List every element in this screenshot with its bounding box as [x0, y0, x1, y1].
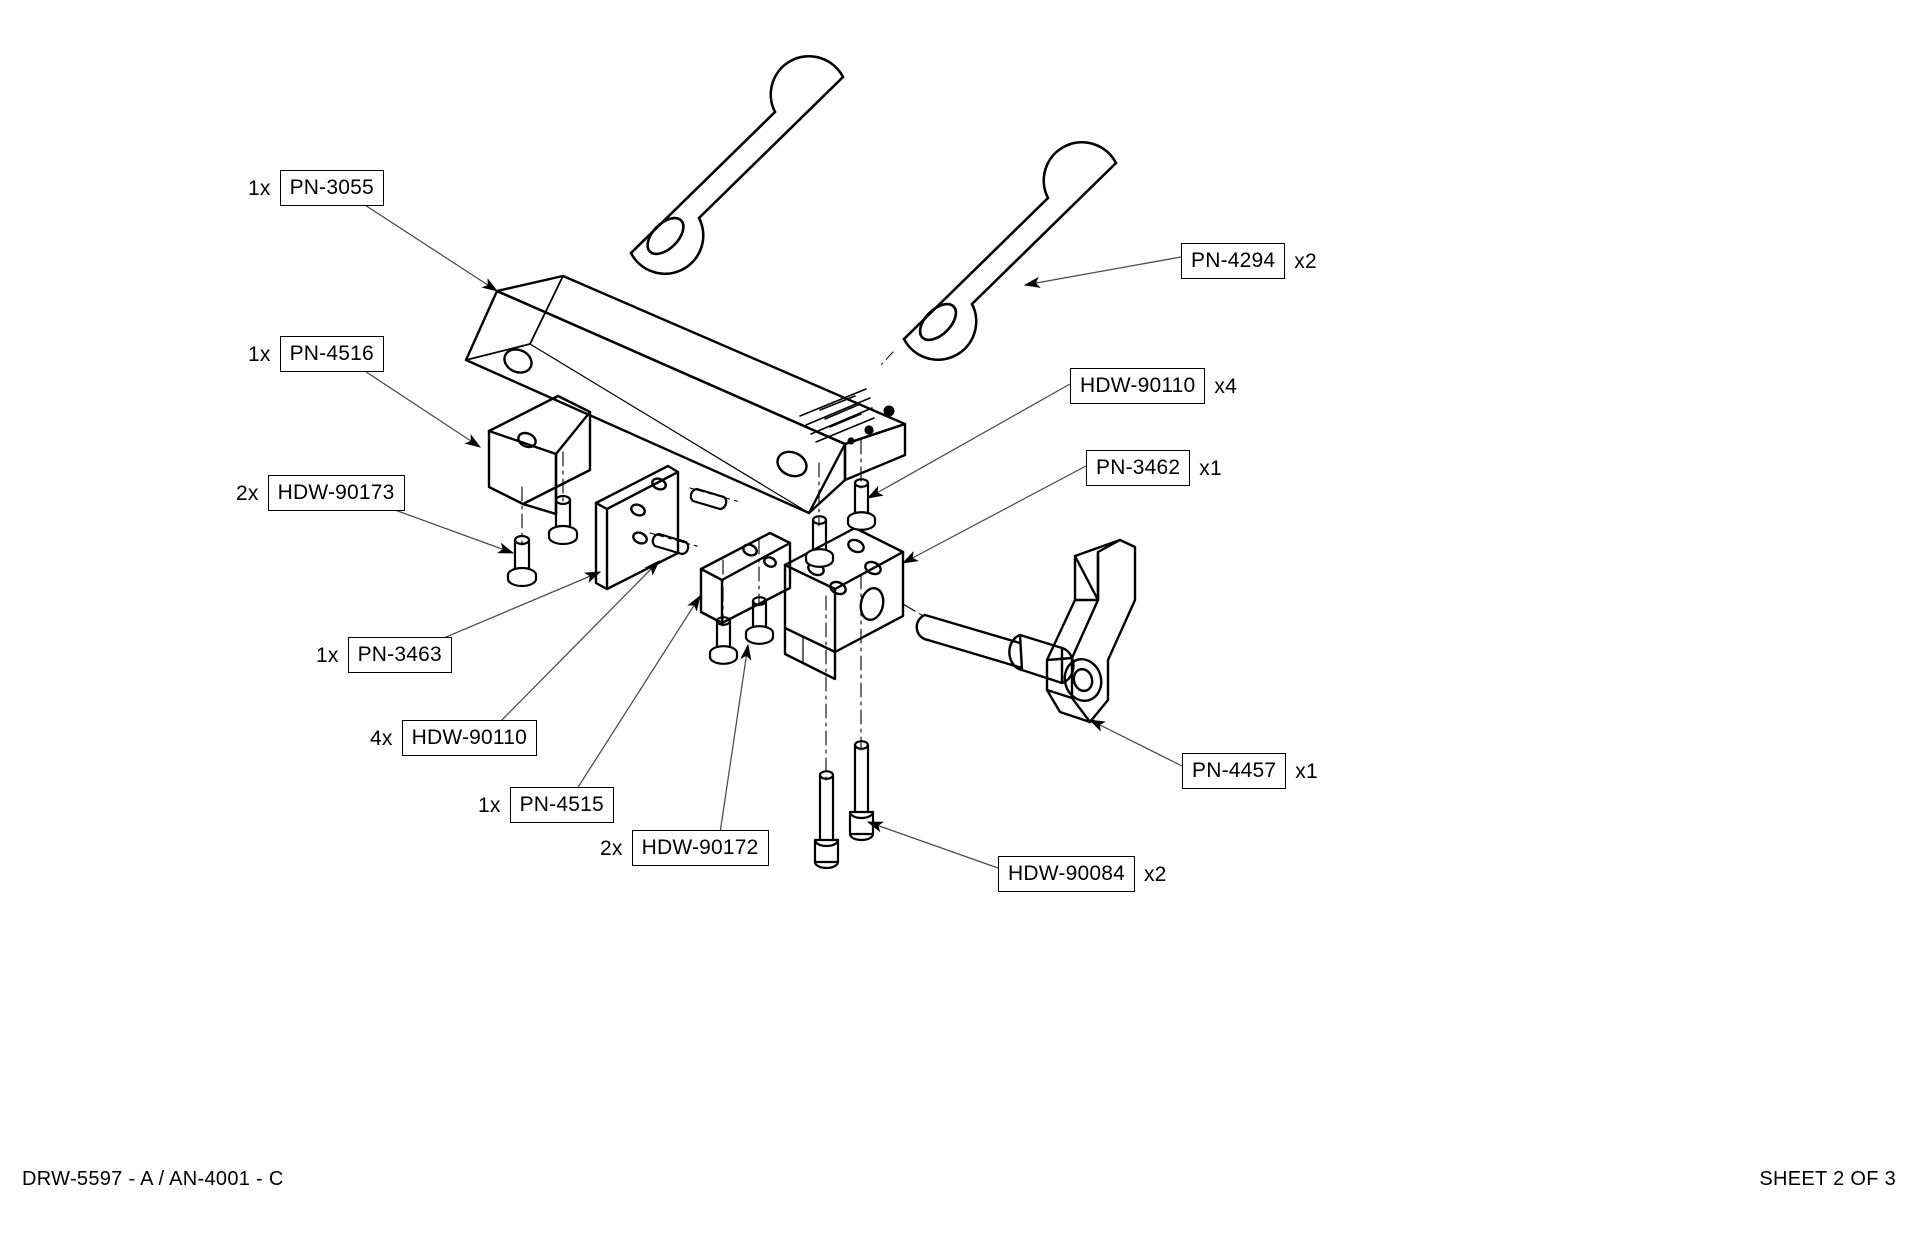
callout-part-number: PN-4515 — [509, 787, 614, 823]
part-main-beam — [464, 274, 907, 515]
callout-pn-4457[interactable]: PN-4457 x1 — [1182, 753, 1318, 789]
callout-hdw-90172[interactable]: 2x HDW-90172 — [600, 830, 769, 866]
callout-pn-4515[interactable]: 1x PN-4515 — [478, 787, 614, 823]
part-plate-vertical — [594, 464, 680, 591]
callout-pn-4294[interactable]: PN-4294 x2 — [1181, 243, 1317, 279]
fastener-hdw-90110-a — [804, 515, 835, 568]
callout-part-number: PN-4294 — [1181, 243, 1286, 279]
callout-qty: x4 — [1214, 374, 1237, 398]
leader-hdw-90084 — [866, 821, 999, 869]
leader-hdw-90110-l — [494, 560, 660, 728]
part-block-left — [487, 394, 592, 516]
callout-part-number: PN-3055 — [279, 170, 384, 206]
fastener-hdw-90172-a — [689, 487, 728, 511]
callout-qty: 2x — [236, 481, 259, 505]
callout-qty: x2 — [1294, 249, 1317, 273]
callout-hdw-90110-right[interactable]: HDW-90110 x4 — [1070, 368, 1237, 404]
callout-hdw-90110-left[interactable]: 4x HDW-90110 — [370, 720, 537, 756]
callout-qty: 1x — [316, 643, 339, 667]
fastener-hdw-90110-d — [744, 596, 775, 645]
callout-qty: x1 — [1199, 456, 1222, 480]
callout-part-number: HDW-90172 — [631, 830, 769, 866]
part-mid-bar — [699, 531, 792, 625]
part-rod-right — [877, 141, 1118, 369]
sheet-number: SHEET 2 OF 3 — [1759, 1168, 1896, 1190]
callout-part-number: HDW-90110 — [401, 720, 537, 756]
callout-pn-3462[interactable]: PN-3462 x1 — [1086, 450, 1222, 486]
callout-qty: 2x — [600, 836, 623, 860]
callout-qty: 4x — [370, 726, 393, 750]
callout-pn-3463[interactable]: 1x PN-3463 — [316, 637, 452, 673]
assembly-axis-lines — [521, 439, 926, 781]
fastener-hdw-90084-a — [813, 770, 840, 870]
callout-part-number: HDW-90173 — [267, 475, 405, 511]
leader-pn-4516 — [344, 357, 482, 448]
fastener-hdw-90084-b — [848, 740, 875, 842]
leader-hdw-90110-r — [866, 383, 1071, 499]
fastener-hdw-90173-a — [506, 534, 538, 588]
leader-pn-3463 — [419, 571, 602, 649]
callout-part-number: PN-3462 — [1086, 450, 1191, 486]
leader-lines — [344, 191, 1183, 869]
callout-qty: 1x — [248, 342, 271, 366]
callout-qty: 1x — [478, 793, 501, 817]
callout-hdw-90084[interactable]: HDW-90084 x2 — [998, 856, 1167, 892]
callout-qty: x2 — [1143, 862, 1167, 886]
fastener-hdw-90172-b — [651, 532, 690, 556]
fastener-hdw-90173-b — [547, 494, 579, 546]
callout-part-number: HDW-90110 — [1070, 368, 1206, 404]
leader-pn-3055 — [344, 191, 499, 292]
callout-part-number: PN-4457 — [1182, 753, 1287, 789]
leader-pn-3462 — [901, 465, 1087, 564]
leader-hdw-90172 — [719, 643, 752, 834]
callout-qty: 1x — [248, 176, 271, 200]
leader-pn-4294 — [1023, 256, 1182, 288]
callout-part-number: HDW-90084 — [998, 856, 1135, 892]
callout-qty: x1 — [1295, 759, 1318, 783]
drawing-number: DRW-5597 - A / AN-4001 - C — [22, 1168, 284, 1190]
part-clamp-lever — [915, 538, 1137, 724]
callout-part-number: PN-3463 — [347, 637, 452, 673]
callout-pn-4516[interactable]: 1x PN-4516 — [248, 336, 384, 372]
part-corner-bracket — [783, 526, 905, 681]
part-rod-upper-left — [629, 55, 845, 275]
callout-hdw-90173[interactable]: 2x HDW-90173 — [236, 475, 405, 511]
callout-part-number: PN-4516 — [279, 336, 384, 372]
callout-pn-3055[interactable]: 1x PN-3055 — [248, 170, 384, 206]
leader-pn-4457 — [1088, 719, 1183, 767]
leader-pn-4515 — [574, 594, 701, 793]
